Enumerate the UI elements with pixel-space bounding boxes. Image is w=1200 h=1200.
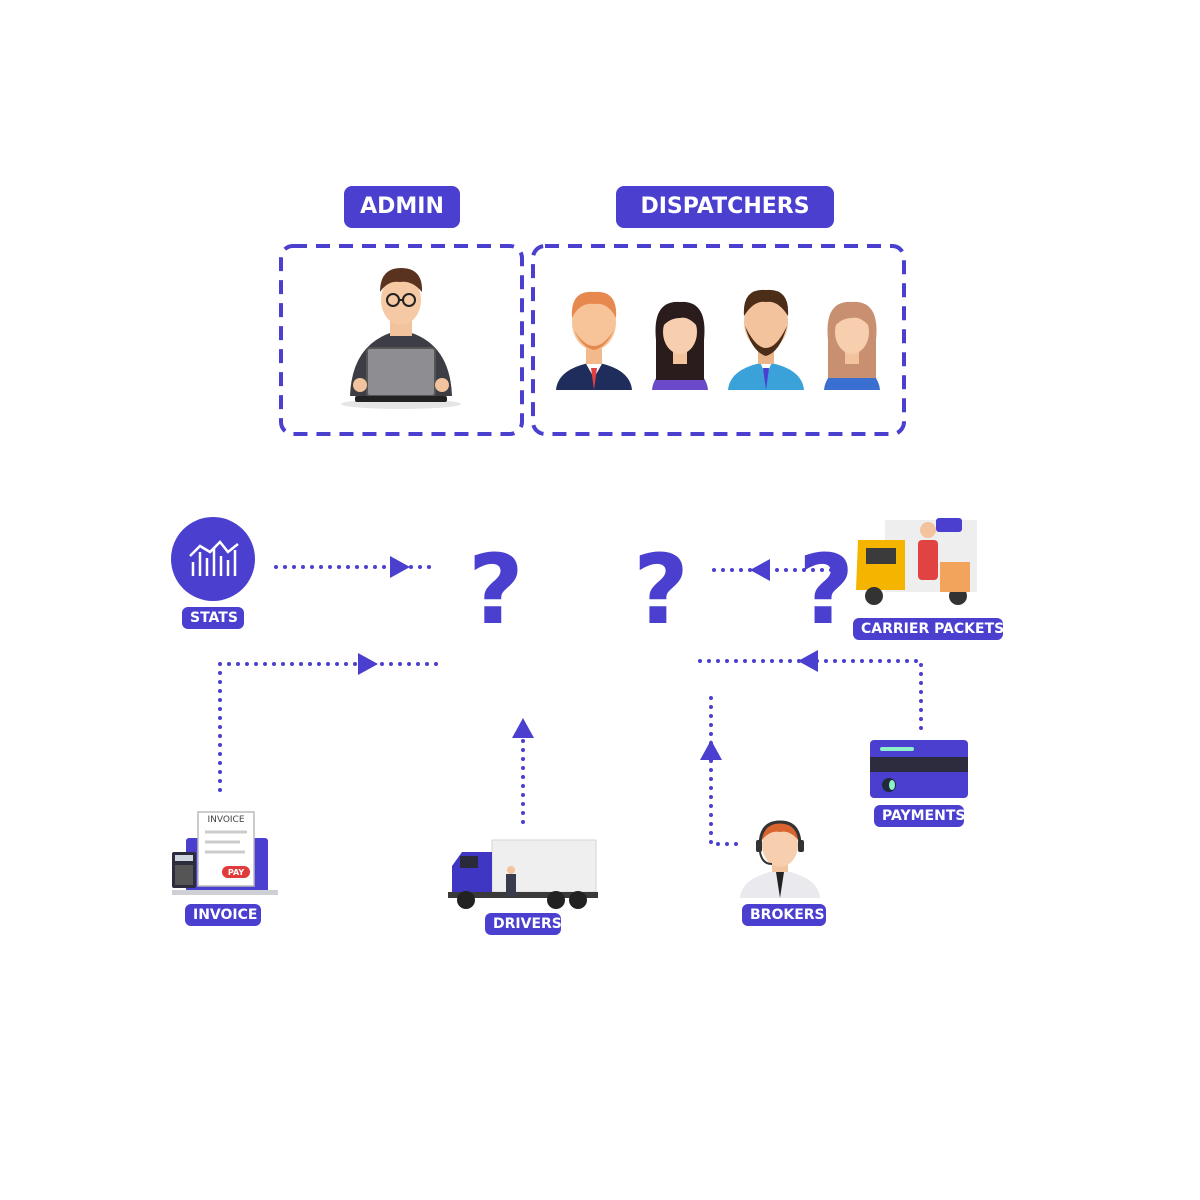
carrier-packets-icon	[856, 518, 977, 605]
dispatcher-4-icon	[824, 302, 880, 390]
dispatcher-2-icon	[652, 302, 708, 390]
stats-icon	[171, 517, 255, 601]
brokers-connector	[711, 690, 736, 844]
carrier-arrowhead	[750, 559, 770, 581]
payments-arrowhead	[798, 650, 818, 672]
invoice-doc-title: INVOICE	[207, 815, 244, 825]
payments-connector	[697, 661, 921, 728]
invoice-arrowhead	[358, 653, 378, 675]
drivers-truck-icon	[448, 840, 598, 909]
payments-icon	[870, 740, 968, 798]
drivers-arrowhead	[512, 718, 534, 738]
dispatcher-1-icon	[556, 292, 632, 390]
admin-person-icon	[341, 268, 461, 409]
dispatcher-3-icon	[728, 290, 804, 390]
invoice-icon: INVOICE PAY	[172, 812, 278, 895]
invoice-pay-badge: PAY	[228, 868, 245, 877]
stats-arrowhead	[390, 556, 410, 578]
broker-headset-icon	[740, 822, 820, 898]
brokers-arrowhead	[700, 740, 722, 760]
invoice-connector	[220, 664, 438, 790]
